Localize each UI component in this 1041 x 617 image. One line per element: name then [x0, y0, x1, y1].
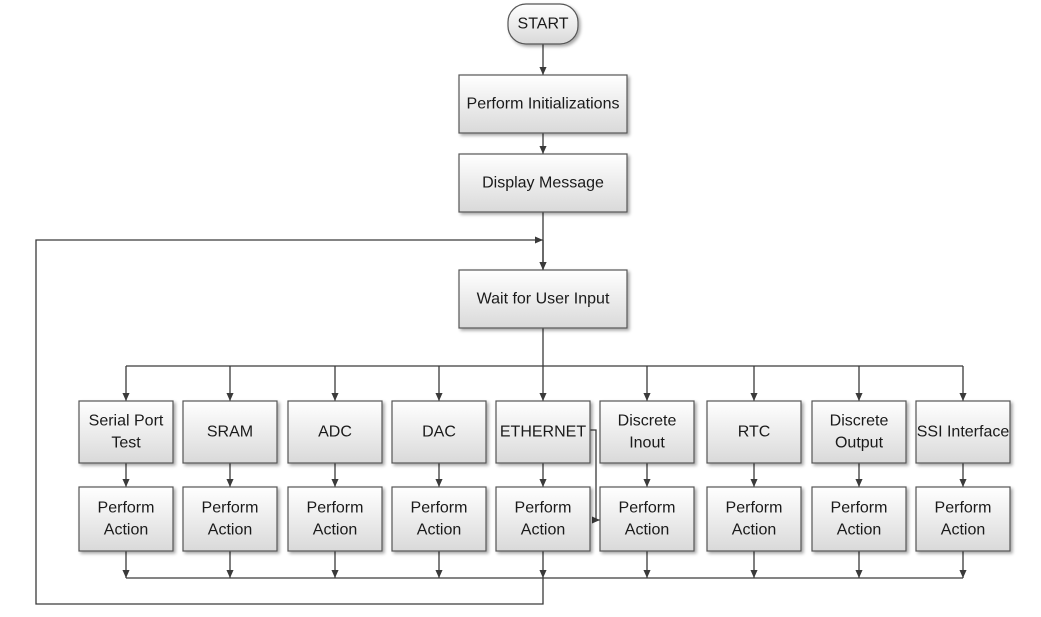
action-ethernet-label: Perform — [515, 500, 572, 517]
option-rtc-label: RTC — [738, 424, 771, 441]
option-dac-shape — [391, 400, 487, 464]
option-rtc: RTC — [706, 400, 802, 464]
connectors — [35, 44, 967, 605]
action-discrete-input-shape — [599, 486, 695, 552]
action-dac-label: Action — [417, 522, 461, 539]
action-rtc-shape — [706, 486, 802, 552]
option-discrete-input-label: Discrete — [618, 413, 677, 430]
option-discrete-output-label: Discrete — [830, 413, 889, 430]
option-discrete-input-shape — [599, 400, 695, 464]
option-ssi-interface: SSI Interface — [915, 400, 1011, 464]
option-ethernet-label: ETHERNET — [500, 424, 586, 441]
option-ssi-interface-shape — [915, 400, 1011, 464]
action-ethernet-shape — [495, 486, 591, 552]
action-ssi-interface-label: Perform — [935, 500, 992, 517]
option-adc: ADC — [287, 400, 383, 464]
option-discrete-output-shape — [811, 400, 907, 464]
action-serial-port-test-label: Action — [104, 522, 148, 539]
display-node: Display Message — [458, 153, 628, 213]
option-dac: DAC — [391, 400, 487, 464]
option-discrete-input-label: Inout — [629, 435, 665, 452]
option-adc-shape — [287, 400, 383, 464]
action-rtc-label: Action — [732, 522, 776, 539]
start-node: START — [507, 3, 579, 45]
action-discrete-input-label: Action — [625, 522, 669, 539]
option-serial-port-test-label: Serial Port — [89, 413, 164, 430]
display-node-label: Display Message — [482, 175, 604, 192]
action-sram-label: Perform — [202, 500, 259, 517]
init-node: Perform Initializations — [458, 74, 628, 134]
option-dac-label: DAC — [422, 424, 456, 441]
action-discrete-output-label: Action — [837, 522, 881, 539]
action-sram-shape — [182, 486, 278, 552]
action-sram-label: Action — [208, 522, 252, 539]
action-discrete-output-shape — [811, 486, 907, 552]
wait-node-shape — [458, 269, 628, 329]
init-node-shape — [458, 74, 628, 134]
action-serial-port-test-shape — [78, 486, 174, 552]
action-discrete-output-label: Perform — [831, 500, 888, 517]
wait-node-label: Wait for User Input — [477, 291, 610, 308]
init-node-label: Perform Initializations — [467, 96, 620, 113]
option-serial-port-test-shape — [78, 400, 174, 464]
action-discrete-input-label: Perform — [619, 500, 676, 517]
option-sram-label: SRAM — [207, 424, 253, 441]
option-ethernet-shape — [495, 400, 591, 464]
action-rtc-label: Perform — [726, 500, 783, 517]
option-sram-shape — [182, 400, 278, 464]
action-ssi-interface-label: Action — [941, 522, 985, 539]
display-node-shape — [458, 153, 628, 213]
action-dac-label: Perform — [411, 500, 468, 517]
option-rtc-shape — [706, 400, 802, 464]
action-serial-port-test-label: Perform — [98, 500, 155, 517]
ethernet-side-connector — [590, 429, 600, 524]
option-ethernet: ETHERNET — [495, 400, 591, 464]
action-adc-shape — [287, 486, 383, 552]
option-adc-label: ADC — [318, 424, 352, 441]
action-dac-shape — [391, 486, 487, 552]
option-serial-port-test-label: Test — [111, 435, 141, 452]
start-node-shape — [507, 3, 579, 45]
loop-back — [35, 236, 544, 605]
action-ethernet-label: Action — [521, 522, 565, 539]
action-adc-label: Action — [313, 522, 357, 539]
wait-node: Wait for User Input — [458, 269, 628, 329]
option-discrete-output-label: Output — [835, 435, 884, 452]
start-label: START — [518, 16, 569, 33]
option-ssi-interface-label: SSI Interface — [917, 424, 1010, 441]
action-ssi-interface-shape — [915, 486, 1011, 552]
action-adc-label: Perform — [307, 500, 364, 517]
option-sram: SRAM — [182, 400, 278, 464]
